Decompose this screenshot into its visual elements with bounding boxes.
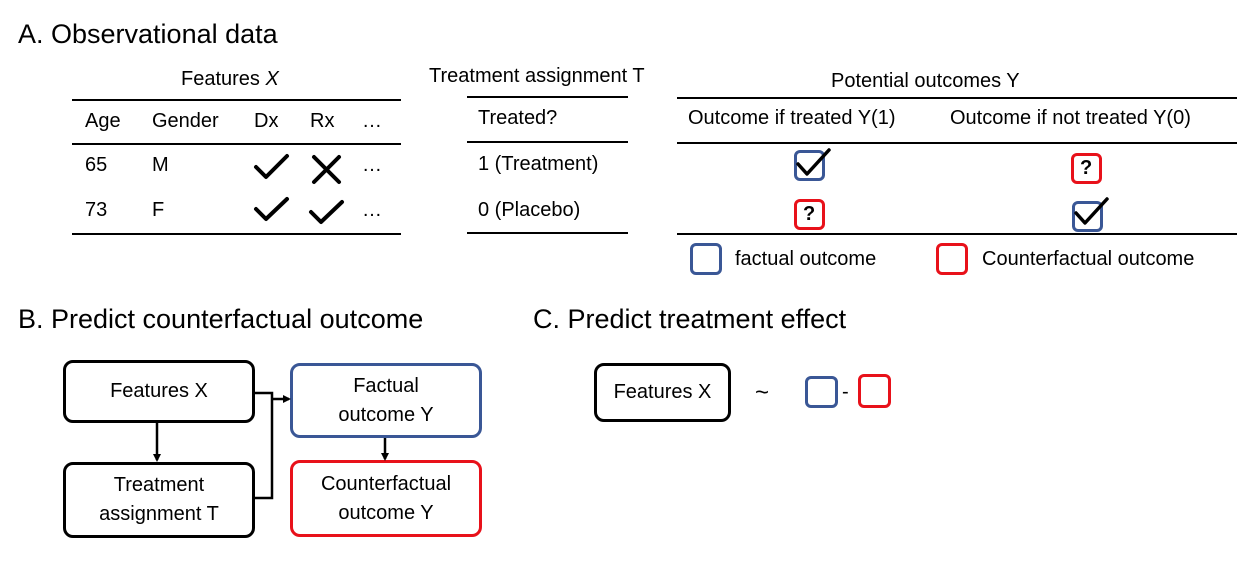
col-outcome-treated: Outcome if treated Y(1) bbox=[688, 107, 896, 129]
col-gender: Gender bbox=[152, 110, 219, 132]
col-outcome-not-treated: Outcome if not treated Y(0) bbox=[950, 107, 1191, 129]
connector-features-to-junction bbox=[255, 391, 274, 399]
minus-symbol: - bbox=[842, 381, 849, 403]
tilde-symbol: ~ bbox=[755, 379, 770, 406]
section-b-title: B. Predict counterfactual outcome bbox=[18, 304, 424, 334]
treatment-row2: 0 (Placebo) bbox=[478, 199, 581, 221]
check-icon bbox=[254, 154, 289, 179]
treatment-line-1: Treatment bbox=[113, 474, 205, 496]
counterfactual-line-2: outcome Y bbox=[338, 501, 434, 524]
factual-outcome-box bbox=[1072, 201, 1103, 232]
counterfactual-term-box bbox=[858, 374, 891, 408]
col-more: … bbox=[362, 110, 382, 132]
features-x-label: Features X bbox=[110, 380, 208, 402]
unknown-mark: ? bbox=[803, 203, 816, 225]
row2-gender: F bbox=[152, 199, 165, 221]
features-top-rule bbox=[72, 99, 401, 101]
treatment-bottom-rule bbox=[467, 232, 628, 234]
counterfactual-outcome-node: Counterfactual outcome Y bbox=[290, 460, 482, 537]
factual-outcome-node: Factual outcome Y bbox=[290, 363, 482, 438]
legend-counterfactual-swatch bbox=[936, 243, 968, 275]
col-age: Age bbox=[85, 110, 121, 132]
section-a-title: A. Observational data bbox=[18, 19, 278, 49]
treatment-header: Treatment assignment T bbox=[429, 65, 645, 87]
counterfactual-line-1: Counterfactual bbox=[320, 472, 452, 495]
unknown-mark: ? bbox=[1080, 157, 1093, 179]
outcomes-header: Potential outcomes Y bbox=[831, 70, 1020, 92]
legend-counterfactual-label: Counterfactual outcome bbox=[982, 248, 1195, 270]
col-dx: Dx bbox=[254, 110, 279, 132]
row1-gender: M bbox=[152, 154, 169, 176]
connector-treatment-to-junction bbox=[255, 399, 274, 500]
features-x-box-c: Features X bbox=[594, 363, 731, 422]
outcomes-top-rule bbox=[677, 97, 1237, 99]
check-icon bbox=[309, 200, 344, 224]
section-c-title: C. Predict treatment effect bbox=[533, 304, 847, 334]
outcomes-bottom-rule bbox=[677, 233, 1237, 235]
features-mid-rule bbox=[72, 143, 401, 145]
factual-term-box bbox=[805, 376, 838, 408]
treatment-top-rule bbox=[467, 96, 628, 98]
check-icon bbox=[254, 197, 289, 221]
row1-more: … bbox=[362, 154, 382, 176]
features-x-box: Features X bbox=[63, 360, 255, 423]
row2-age: 73 bbox=[85, 199, 108, 221]
col-treated: Treated? bbox=[478, 107, 558, 129]
factual-outcome-box bbox=[794, 150, 825, 181]
factual-line-1: Factual bbox=[353, 374, 419, 397]
features-header: Features X bbox=[181, 68, 279, 90]
outcomes-mid-rule bbox=[677, 142, 1237, 144]
row1-age: 65 bbox=[85, 154, 108, 176]
row2-more: … bbox=[362, 199, 382, 221]
factual-line-2: outcome Y bbox=[338, 403, 434, 426]
counterfactual-outcome-box bbox=[1071, 153, 1102, 184]
check-icon bbox=[796, 148, 831, 176]
treatment-assignment-box: Treatment assignment T bbox=[63, 462, 255, 538]
treatment-line-2: assignment T bbox=[99, 503, 219, 525]
treatment-row1: 1 (Treatment) bbox=[478, 153, 599, 175]
counterfactual-outcome-box bbox=[794, 199, 825, 230]
col-rx: Rx bbox=[310, 110, 335, 132]
features-bottom-rule bbox=[72, 233, 401, 235]
check-icon bbox=[1074, 197, 1109, 225]
features-x-label-c: Features X bbox=[613, 381, 712, 403]
legend-factual-label: factual outcome bbox=[735, 248, 877, 270]
legend-factual-swatch bbox=[690, 243, 722, 275]
cross-icon bbox=[312, 155, 341, 184]
treatment-mid-rule bbox=[467, 141, 628, 143]
